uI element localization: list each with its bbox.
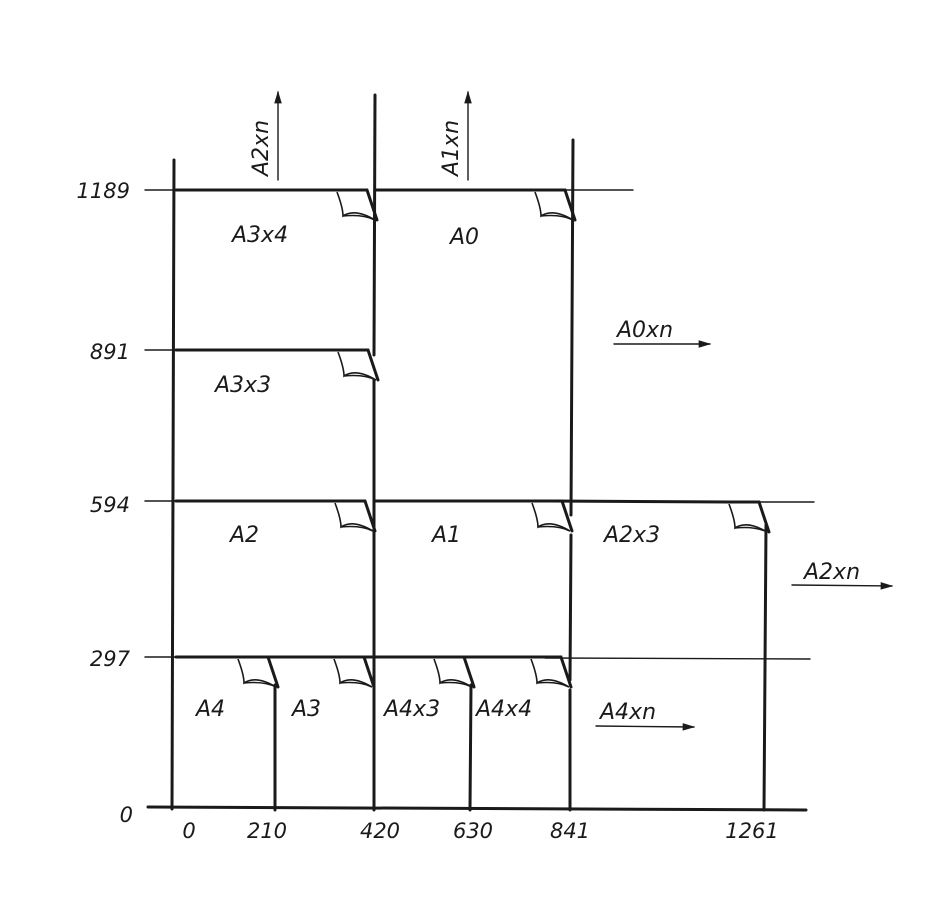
sheet-label-a4x4: A4x4: [474, 697, 532, 722]
sheet-label-a4: A4: [194, 697, 225, 722]
guide-line-841-upper: [569, 138, 575, 517]
sheet-label-a0: A0: [448, 225, 479, 250]
guide-line-420-upper: [372, 93, 377, 357]
fold-corner-icon: [525, 655, 573, 689]
sheet-label-a3: A3: [290, 697, 321, 722]
axes: [144, 158, 808, 812]
fold-corner-icon: [529, 188, 577, 222]
guide-line-630: [468, 683, 473, 812]
fold-corner-icon: [428, 655, 476, 689]
x-tick-label: 210: [247, 819, 287, 843]
folded-corners: [232, 188, 771, 689]
extension-label-a4xn: A4xn: [598, 700, 656, 725]
x-tick-label: 0: [182, 819, 195, 843]
sheet-label-a4x3: A4x3: [382, 697, 440, 722]
fold-corner-icon: [328, 655, 376, 689]
x-tick-label: 630: [453, 819, 493, 843]
y-tick-label: 297: [90, 647, 131, 671]
x-axis-line: [146, 805, 808, 812]
guide-lines: [273, 93, 768, 812]
sheet-label-a3x4: A3x4: [230, 223, 288, 248]
x-tick-label: 1261: [725, 819, 778, 843]
sheet-label-a2x3: A2x3: [602, 523, 660, 548]
y-tick-label: 1189: [77, 179, 130, 203]
extension-arrows: [274, 90, 894, 731]
extension-label-a2xn-top: A2xn: [249, 120, 274, 178]
x-tick-label: 420: [360, 819, 400, 843]
arrow-right-icon: [791, 582, 894, 590]
y-axis-line: [170, 158, 176, 811]
sheet-label-a1: A1: [430, 523, 461, 548]
y-tick-label: 891: [90, 340, 130, 364]
extension-label-a0xn: A0xn: [615, 318, 673, 343]
sheet-edges: [174, 188, 815, 660]
sheet-label-a2: A2: [228, 523, 259, 548]
fold-corner-icon: [232, 655, 280, 689]
fold-corner-icon: [526, 499, 574, 533]
sheet-label-a3x3: A3x3: [213, 373, 271, 398]
fold-corner-icon: [329, 499, 377, 533]
guide-line-841-mid: [568, 533, 573, 682]
edge-594-right: [548, 499, 732, 504]
extension-label-a2xn-right: A2xn: [802, 560, 860, 585]
fold-corner-icon: [332, 348, 380, 382]
fold-corner-icon: [723, 500, 771, 534]
y-tick-label: 0: [120, 803, 133, 827]
guide-line-1261: [762, 523, 768, 812]
y-tick-label: 594: [90, 493, 130, 517]
x-tick-label: 841: [550, 819, 590, 843]
fold-corner-icon: [331, 188, 379, 222]
arrow-right-icon: [595, 723, 696, 731]
edge-297-extension: [544, 657, 811, 660]
extension-label-a1xn-top: A1xn: [439, 120, 464, 178]
